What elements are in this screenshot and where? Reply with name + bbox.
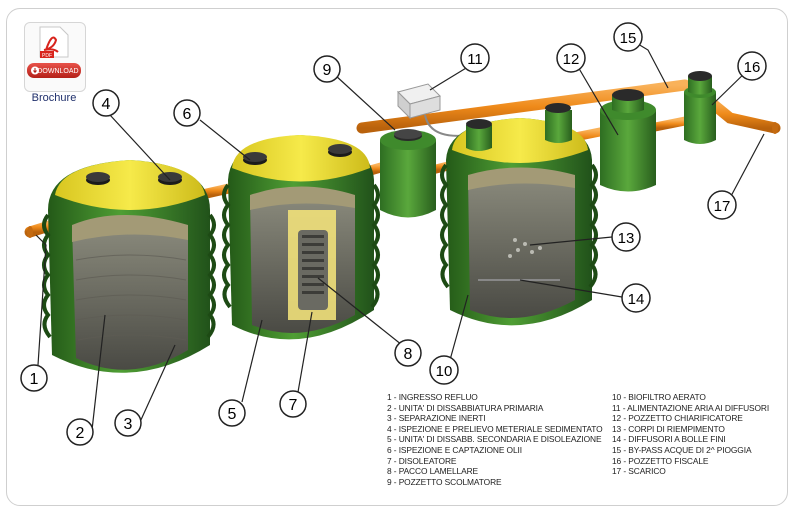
svg-text:13: 13 bbox=[618, 230, 635, 247]
legend-item: 16 - POZZETTO FISCALE bbox=[612, 455, 709, 466]
svg-text:9: 9 bbox=[323, 62, 332, 79]
brochure-label[interactable]: Brochure bbox=[31, 92, 77, 104]
pdf-icon[interactable]: PDF DOWNLOAD bbox=[27, 26, 81, 78]
callout-14: 14 bbox=[621, 283, 651, 313]
svg-text:14: 14 bbox=[628, 291, 645, 308]
legend-item: 14 - DIFFUSORI A BOLLE FINI bbox=[612, 434, 726, 445]
leader-lines bbox=[35, 37, 765, 431]
svg-text:7: 7 bbox=[289, 397, 298, 414]
svg-text:8: 8 bbox=[404, 346, 413, 363]
callout-6: 6 bbox=[173, 99, 201, 127]
svg-text:11: 11 bbox=[467, 51, 483, 68]
legend-item: 9 - POZZETTO SCOLMATORE bbox=[387, 476, 502, 487]
callout-4: 4 bbox=[92, 89, 120, 117]
legend-item: 4 - ISPEZIONE E PRELIEVO METERIALE SEDIM… bbox=[387, 423, 603, 434]
tank-aerated-biofilter bbox=[440, 103, 598, 326]
legend-item: 2 - UNITA' DI DISSABBIATURA PRIMARIA bbox=[387, 402, 544, 413]
svg-text:10: 10 bbox=[436, 363, 453, 380]
callout-10: 10 bbox=[429, 355, 459, 385]
tank-primary-sand-trap bbox=[42, 160, 216, 373]
svg-text:16: 16 bbox=[744, 59, 761, 76]
callout-8: 8 bbox=[394, 339, 422, 367]
legend-item: 10 - BIOFILTRO AERATO bbox=[612, 392, 706, 402]
legend-item: 17 - SCARICO bbox=[612, 466, 666, 477]
download-button-label: DOWNLOAD bbox=[37, 68, 78, 75]
tank-overflow-chamber bbox=[380, 129, 436, 218]
tank-sampling-well bbox=[684, 71, 716, 144]
legend-left: 1 - INGRESSO REFLUO 2 - UNITA' DI DISSAB… bbox=[387, 392, 603, 487]
legend-item: 12 - POZZETTO CHIARIFICATORE bbox=[612, 413, 743, 424]
callout-7: 7 bbox=[279, 390, 307, 418]
legend-item: 7 - DISOLEATORE bbox=[387, 455, 457, 466]
svg-text:12: 12 bbox=[563, 51, 580, 68]
legend-item: 11 - ALIMENTAZIONE ARIA AI DIFFUSORI bbox=[612, 402, 770, 413]
tank-clarifier bbox=[600, 89, 656, 192]
callout-5: 5 bbox=[218, 399, 246, 427]
callout-2: 2 bbox=[66, 418, 94, 446]
legend-item: 6 - ISPEZIONE E CAPTAZIONE OLII bbox=[387, 444, 522, 455]
svg-text:2: 2 bbox=[76, 425, 85, 442]
legend-item: 13 - CORPI DI RIEMPIMENTO bbox=[612, 423, 725, 434]
callout-11: 11 bbox=[460, 43, 490, 73]
svg-text:15: 15 bbox=[620, 30, 637, 47]
legend-item: 15 - BY-PASS ACQUE DI 2^ PIOGGIA bbox=[612, 444, 752, 455]
legend-item: 5 - UNITA' DI DISSABB. SECONDARIA E DISO… bbox=[387, 434, 602, 445]
svg-text:17: 17 bbox=[714, 198, 731, 215]
callout-15: 15 bbox=[613, 22, 643, 52]
legend-item: 8 - PACCO LAMELLARE bbox=[387, 466, 479, 477]
legend-item: 3 - SEPARAZIONE INERTI bbox=[387, 413, 486, 424]
legend-item: 1 - INGRESSO REFLUO bbox=[387, 392, 478, 402]
callout-3: 3 bbox=[114, 409, 142, 437]
callout-1: 1 bbox=[20, 364, 48, 392]
svg-text:3: 3 bbox=[124, 416, 133, 433]
pdf-badge-text: PDF bbox=[42, 53, 52, 59]
callout-13: 13 bbox=[611, 222, 641, 252]
callout-9: 9 bbox=[313, 55, 341, 83]
svg-text:4: 4 bbox=[102, 96, 111, 113]
svg-text:5: 5 bbox=[228, 406, 237, 423]
legend-right: 10 - BIOFILTRO AERATO 11 - ALIMENTAZIONE… bbox=[612, 392, 769, 477]
svg-text:6: 6 bbox=[183, 106, 192, 123]
callout-17: 17 bbox=[707, 190, 737, 220]
callout-12: 12 bbox=[556, 43, 586, 73]
tank-secondary-oil-separator bbox=[222, 135, 380, 340]
callout-16: 16 bbox=[737, 51, 767, 81]
svg-text:1: 1 bbox=[30, 371, 39, 388]
